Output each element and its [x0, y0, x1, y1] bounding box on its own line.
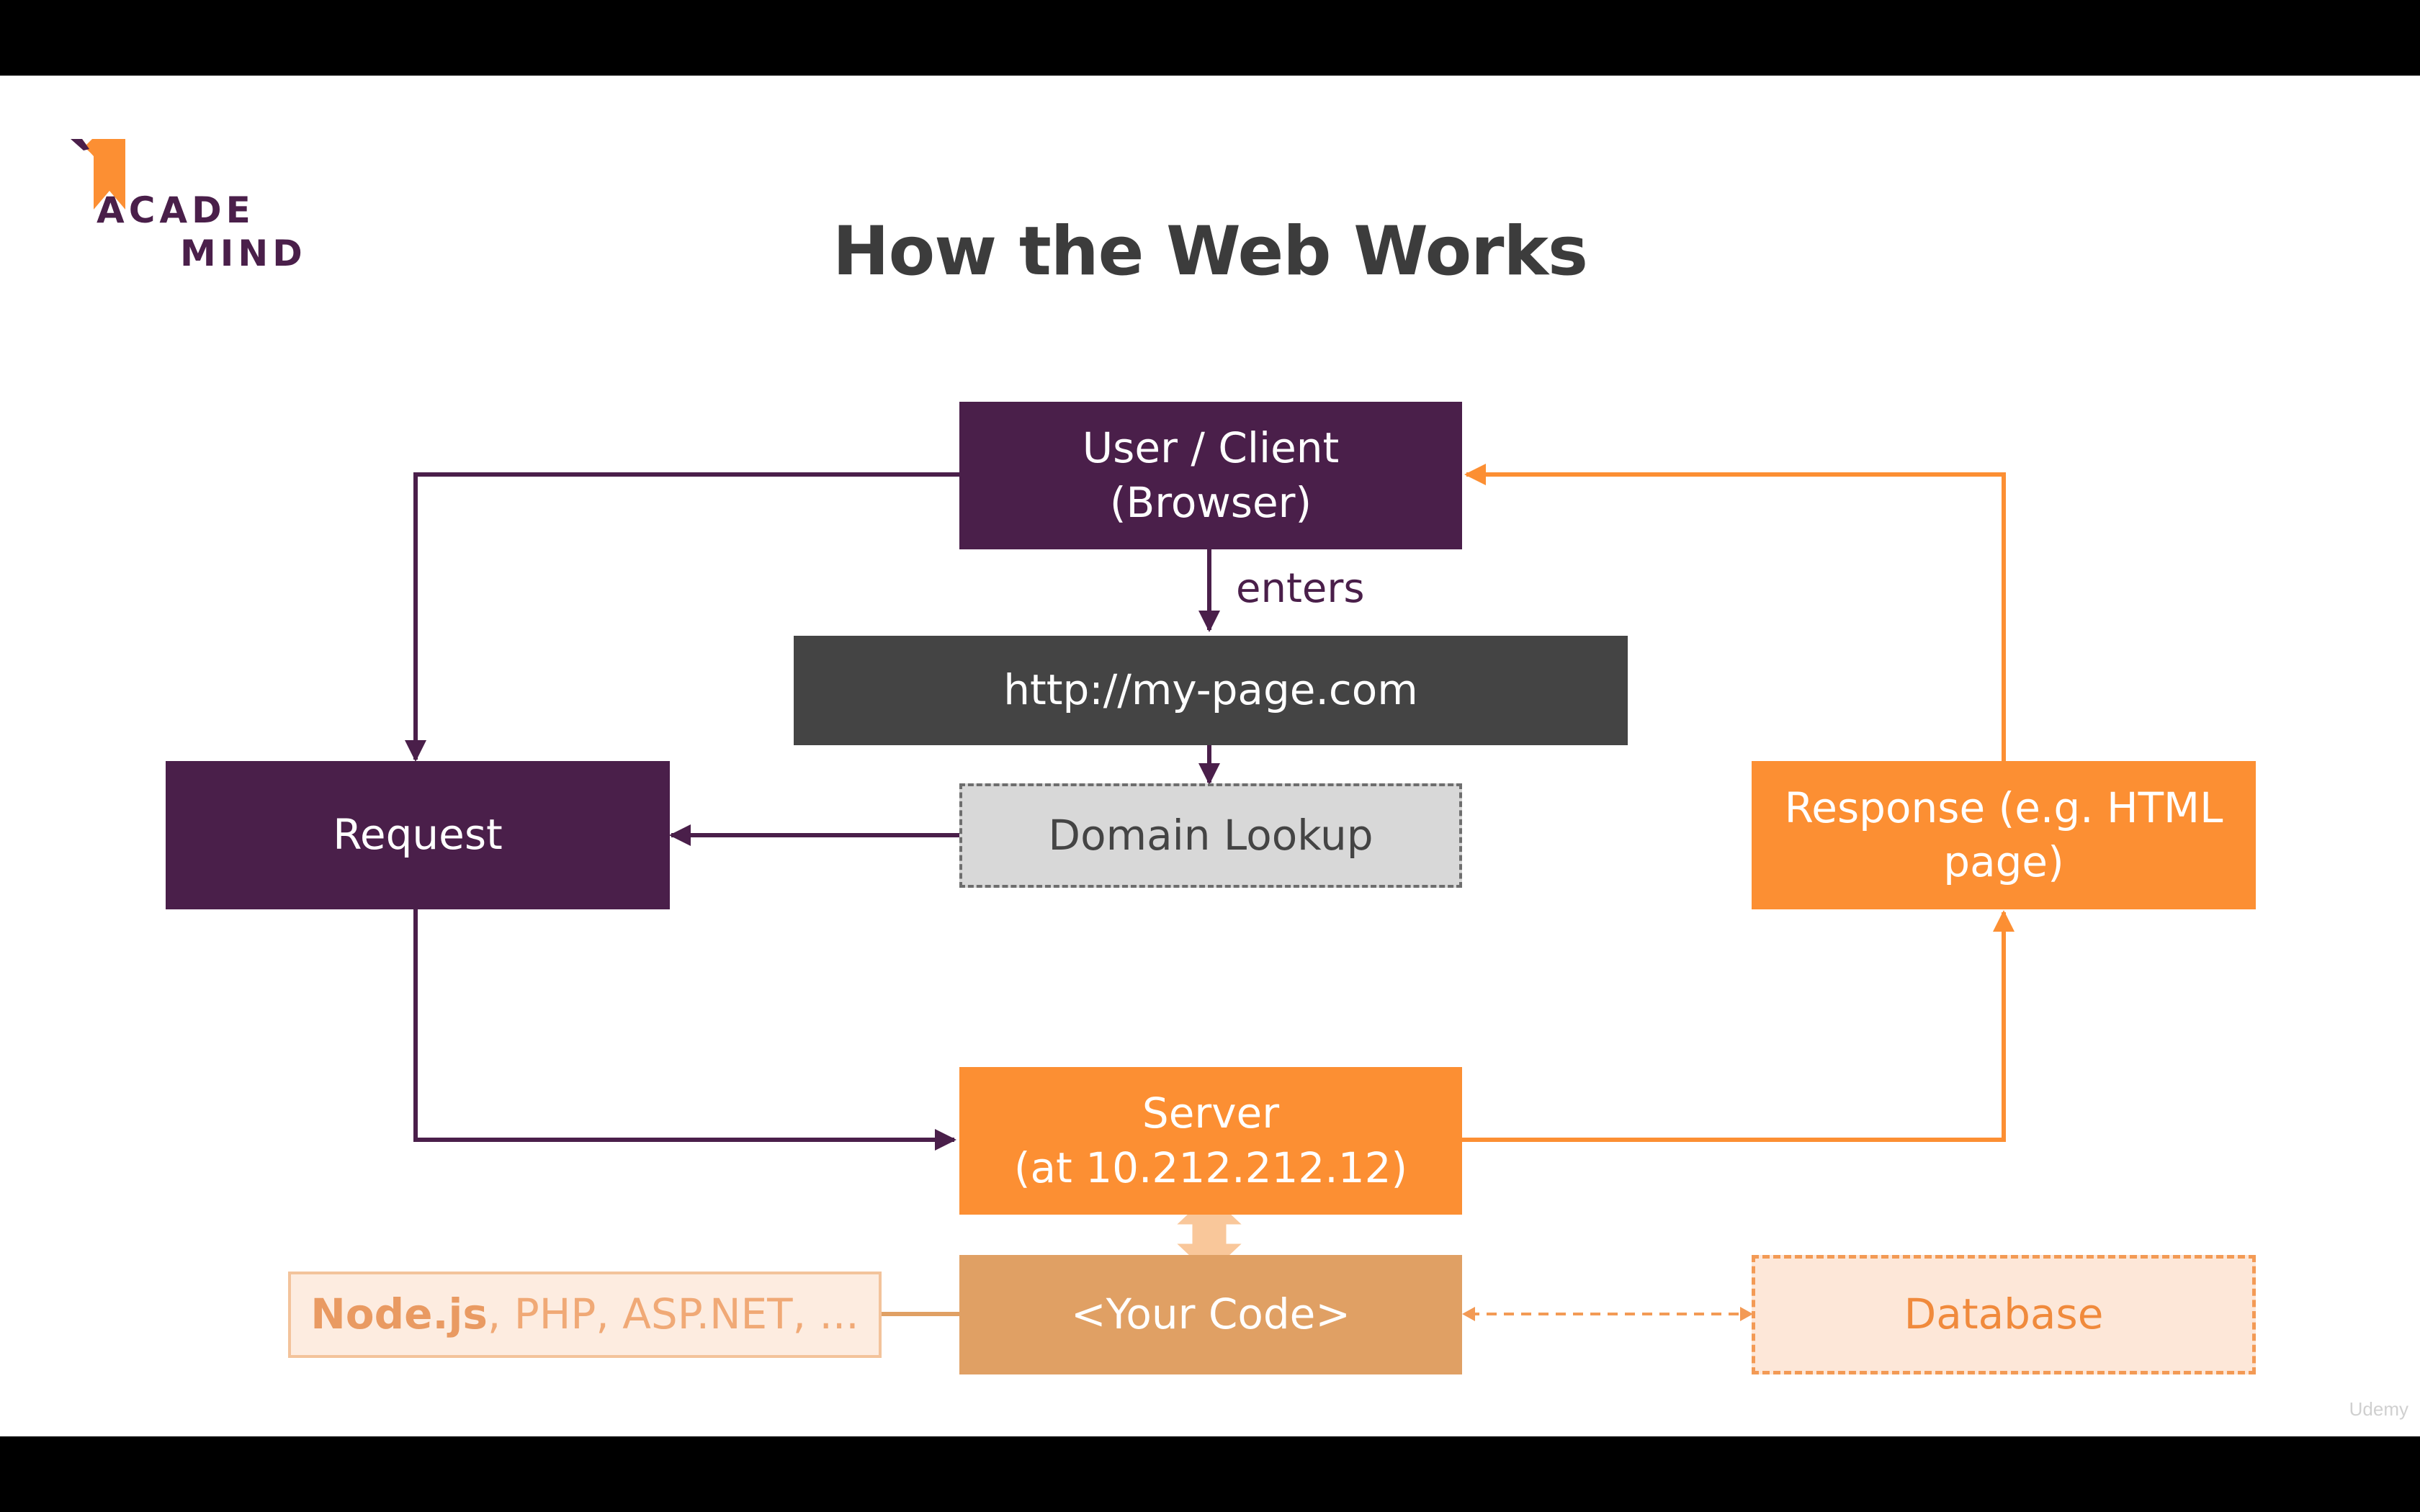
response-box: Response (e.g. HTML page) — [1752, 761, 2256, 909]
your-code-label: <Your Code> — [1071, 1290, 1350, 1339]
response-label-line1: Response (e.g. HTML — [1784, 783, 2223, 832]
udemy-watermark: Udemy — [2349, 1398, 2408, 1420]
request-box: Request — [166, 761, 670, 909]
server-languages-box: Node.js, PHP, ASP.NET, ... — [288, 1272, 882, 1358]
client-box: User / Client (Browser) — [959, 402, 1462, 549]
server-label-line1: Server — [1142, 1089, 1280, 1138]
domain-lookup-label: Domain Lookup — [1048, 810, 1373, 860]
logo-bookmark-icon — [71, 139, 125, 210]
your-code-box: <Your Code> — [959, 1255, 1462, 1374]
url-box: http://my-page.com — [794, 636, 1628, 745]
diagram-connectors — [405, 464, 2015, 1321]
enters-label: enters — [1236, 565, 1365, 612]
database-label: Database — [1904, 1290, 2104, 1339]
request-to-server-arrow — [413, 909, 956, 1151]
academind-logo: ACADE MIND — [68, 135, 313, 271]
database-box: Database — [1752, 1255, 2256, 1374]
server-label-line2: (at 10.212.212.12) — [1013, 1143, 1408, 1192]
client-label-line1: User / Client — [1082, 423, 1340, 473]
url-label: http://my-page.com — [1003, 665, 1418, 715]
other-languages-label: , PHP, ASP.NET, ... — [487, 1290, 859, 1339]
server-to-response-arrow — [1461, 910, 2015, 1142]
client-to-request-arrow — [405, 472, 959, 762]
slide: ACADE MIND How the Web Works — [0, 76, 2420, 1436]
server-box: Server (at 10.212.212.12) — [959, 1067, 1462, 1215]
slide-title: How the Web Works — [833, 212, 1588, 291]
request-label: Request — [333, 810, 503, 860]
logo-text-line1: ACADE — [97, 189, 255, 231]
domain-lookup-box: Domain Lookup — [959, 783, 1462, 888]
logo-text-line2: MIND — [180, 233, 307, 274]
client-label-line2: (Browser) — [1109, 477, 1312, 527]
response-label-line2: page) — [1943, 837, 2064, 886]
response-to-client-arrow — [1464, 464, 2006, 761]
nodejs-label: Node.js — [310, 1290, 488, 1339]
